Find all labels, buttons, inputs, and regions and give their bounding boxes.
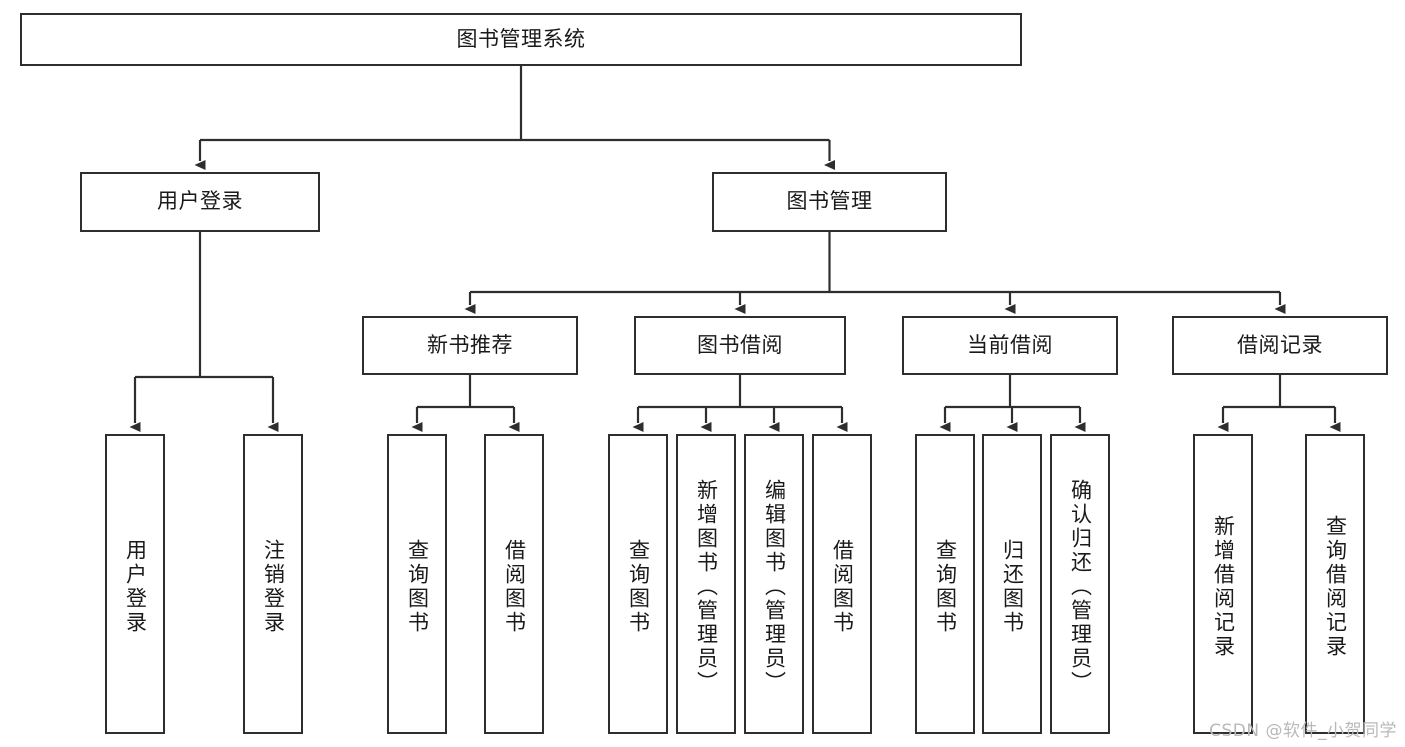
node-label: 查询借阅记录 xyxy=(1323,515,1348,659)
node-label: 借阅图书 xyxy=(830,539,855,635)
node-user-login[interactable]: 用户登录 xyxy=(80,172,320,232)
node-root[interactable]: 图书管理系统 xyxy=(20,13,1022,66)
node-leaf-add-book[interactable]: 新增图书（管理员） xyxy=(676,434,736,734)
node-label: 注销登录 xyxy=(261,539,286,635)
node-leaf-borrow-book-1[interactable]: 借阅图书 xyxy=(484,434,544,734)
node-leaf-user-logout[interactable]: 注销登录 xyxy=(243,434,303,734)
node-borrow-record[interactable]: 借阅记录 xyxy=(1172,316,1388,375)
node-label: 图书管理 xyxy=(786,189,873,214)
node-label: 确认归还（管理员） xyxy=(1068,479,1093,695)
node-book-borrow[interactable]: 图书借阅 xyxy=(634,316,846,375)
node-label: 归还图书 xyxy=(1000,539,1025,635)
node-leaf-query-book-3[interactable]: 查询图书 xyxy=(915,434,975,734)
node-leaf-return-book[interactable]: 归还图书 xyxy=(982,434,1042,734)
node-label: 用户登录 xyxy=(123,539,148,635)
node-label: 当前借阅 xyxy=(967,332,1053,357)
node-book-manage[interactable]: 图书管理 xyxy=(712,172,947,232)
node-label: 查询图书 xyxy=(405,539,430,635)
node-leaf-query-book-2[interactable]: 查询图书 xyxy=(608,434,668,734)
node-label: 新增借阅记录 xyxy=(1211,515,1236,659)
node-label: 图书借阅 xyxy=(697,332,783,357)
node-label: 编辑图书（管理员） xyxy=(762,479,787,695)
node-new-book-recommend[interactable]: 新书推荐 xyxy=(362,316,578,375)
node-label: 借阅记录 xyxy=(1237,332,1323,357)
node-label: 图书管理系统 xyxy=(456,26,586,51)
node-label: 新书推荐 xyxy=(427,332,513,357)
node-label: 借阅图书 xyxy=(502,539,527,635)
node-label: 查询图书 xyxy=(933,539,958,635)
node-leaf-add-record[interactable]: 新增借阅记录 xyxy=(1193,434,1253,734)
node-leaf-borrow-book-2[interactable]: 借阅图书 xyxy=(812,434,872,734)
node-leaf-query-book-1[interactable]: 查询图书 xyxy=(387,434,447,734)
node-leaf-edit-book[interactable]: 编辑图书（管理员） xyxy=(744,434,804,734)
node-leaf-confirm-return[interactable]: 确认归还（管理员） xyxy=(1050,434,1110,734)
node-label: 用户登录 xyxy=(157,189,243,214)
node-label: 新增图书（管理员） xyxy=(694,479,719,695)
node-leaf-query-record[interactable]: 查询借阅记录 xyxy=(1305,434,1365,734)
node-current-borrow[interactable]: 当前借阅 xyxy=(902,316,1118,375)
node-label: 查询图书 xyxy=(626,539,651,635)
node-leaf-user-login[interactable]: 用户登录 xyxy=(105,434,165,734)
